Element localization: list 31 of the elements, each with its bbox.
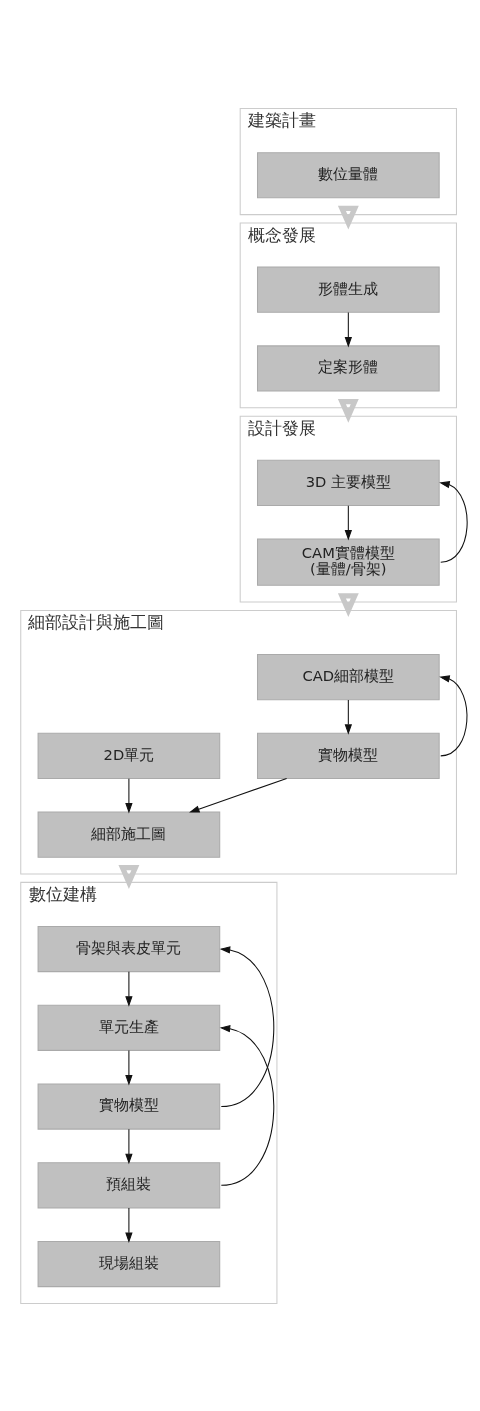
arrow	[344, 311, 352, 347]
node-box: 預組裝	[37, 1161, 221, 1208]
node-box: 單元生產	[37, 1004, 221, 1051]
node-box: 現場組裝	[37, 1240, 221, 1287]
node-box: 形體生成	[257, 266, 440, 313]
arrow	[439, 480, 468, 563]
arrow	[219, 1024, 275, 1186]
node-box: 3D 主要模型	[257, 459, 440, 506]
arrow	[337, 592, 359, 617]
arrow	[125, 1128, 133, 1164]
arrow	[337, 398, 359, 423]
node-box: CAM實體模型 (量體/骨架)	[257, 538, 440, 586]
node-box: 實物模型	[37, 1082, 221, 1130]
arrow	[344, 698, 352, 735]
node-box: CAD細部模型	[257, 653, 440, 700]
node-box: 實物模型	[257, 732, 440, 779]
arrow	[337, 205, 359, 230]
arrow	[439, 674, 468, 756]
node-box: 定案形體	[257, 344, 440, 392]
arrow	[125, 970, 133, 1007]
arrow	[125, 1049, 133, 1086]
node-box: 數位量體	[257, 151, 440, 198]
arrow	[125, 1207, 133, 1243]
arrow	[125, 777, 133, 814]
node-box: 骨架與表皮單元	[37, 925, 221, 972]
node-box: 細部施工圖	[37, 811, 221, 858]
arrow	[344, 504, 352, 540]
arrow	[219, 945, 275, 1107]
node-box: 2D單元	[37, 732, 221, 779]
arrow	[118, 864, 140, 889]
arrow	[189, 777, 288, 813]
